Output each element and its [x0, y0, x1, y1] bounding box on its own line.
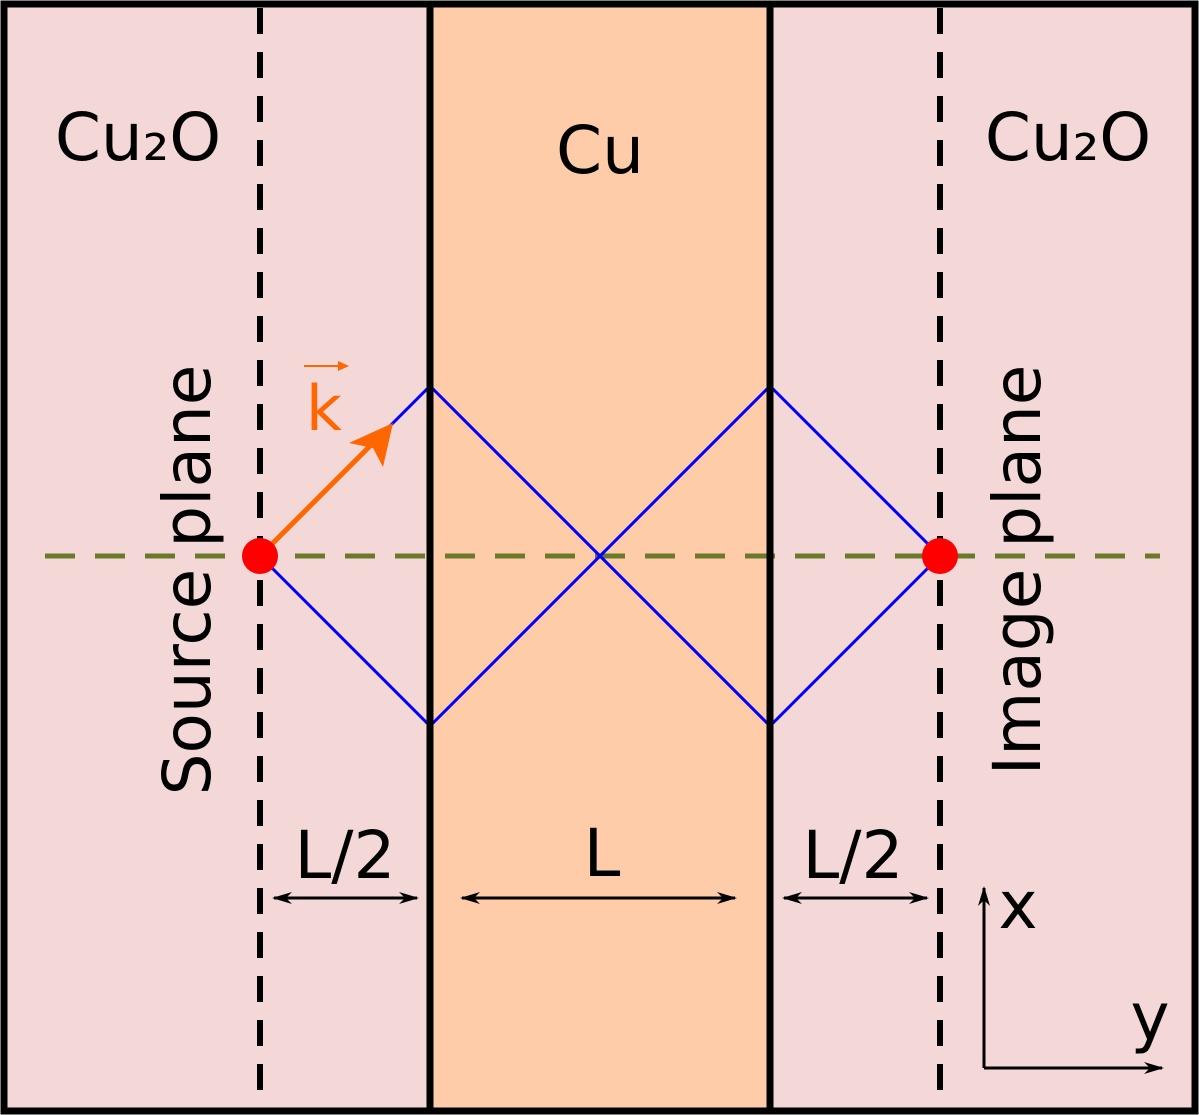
right-material-label: Cu₂O: [985, 99, 1151, 176]
left-gap-label: L/2: [295, 817, 396, 894]
source-plane-label: Source plane: [149, 365, 226, 796]
wave-vector-label: k: [306, 372, 342, 445]
image-point: [922, 538, 958, 574]
middle-material-label: Cu: [556, 112, 644, 189]
vector-overarrow-icon: [304, 361, 349, 371]
ray-lower: [258, 383, 942, 729]
y-axis-label: y: [1130, 979, 1169, 1056]
wave-vector-arrow: [258, 423, 393, 558]
right-gap-label: L/2: [803, 817, 904, 894]
source-point: [242, 538, 278, 574]
left-material-label: Cu₂O: [55, 99, 221, 176]
x-axis-label: x: [998, 867, 1037, 944]
slab-width-label: L: [584, 815, 621, 892]
image-plane-label: Image plane: [979, 365, 1056, 776]
